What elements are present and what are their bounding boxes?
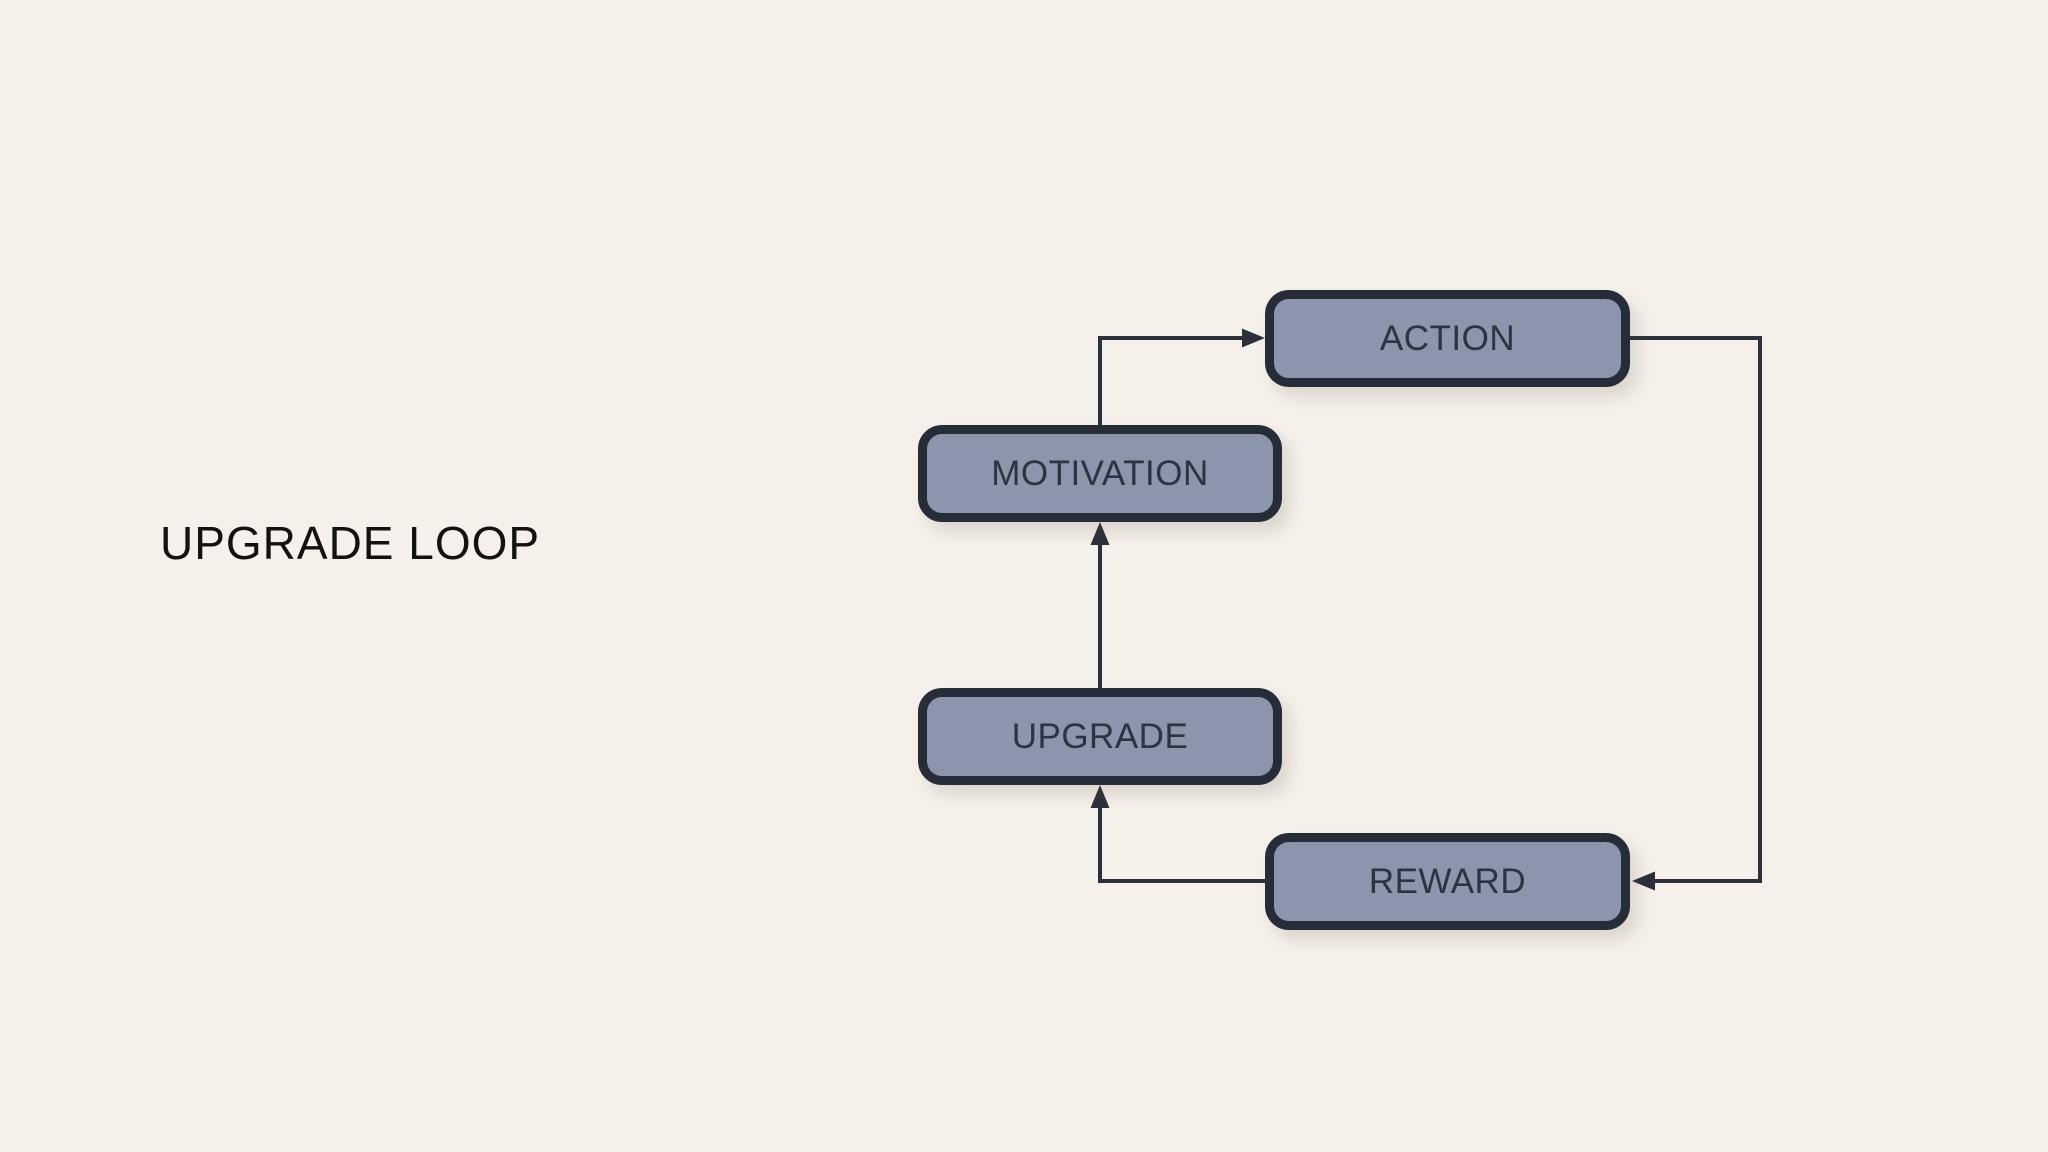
diagram-title: UPGRADE LOOP	[160, 517, 541, 569]
edge-upgrade-to-motivation	[1090, 522, 1110, 688]
node-action-label: ACTION	[1379, 318, 1516, 358]
arrowhead-right-icon	[1242, 328, 1265, 348]
edge-reward-to-upgrade	[1090, 785, 1265, 883]
arrowhead-left-icon	[1632, 871, 1655, 891]
arrowhead-up-icon	[1090, 522, 1110, 545]
edge-motivation-to-action	[1098, 328, 1265, 427]
edge-action-to-reward	[1628, 336, 1762, 891]
node-action[interactable]: ACTION	[1265, 290, 1630, 387]
node-reward[interactable]: REWARD	[1265, 833, 1630, 930]
node-motivation[interactable]: MOTIVATION	[918, 425, 1282, 522]
node-upgrade-label: UPGRADE	[1011, 716, 1189, 756]
node-upgrade[interactable]: UPGRADE	[918, 688, 1282, 785]
node-motivation-label: MOTIVATION	[991, 453, 1209, 493]
arrowhead-up-icon	[1090, 785, 1110, 808]
node-reward-label: REWARD	[1368, 861, 1527, 901]
